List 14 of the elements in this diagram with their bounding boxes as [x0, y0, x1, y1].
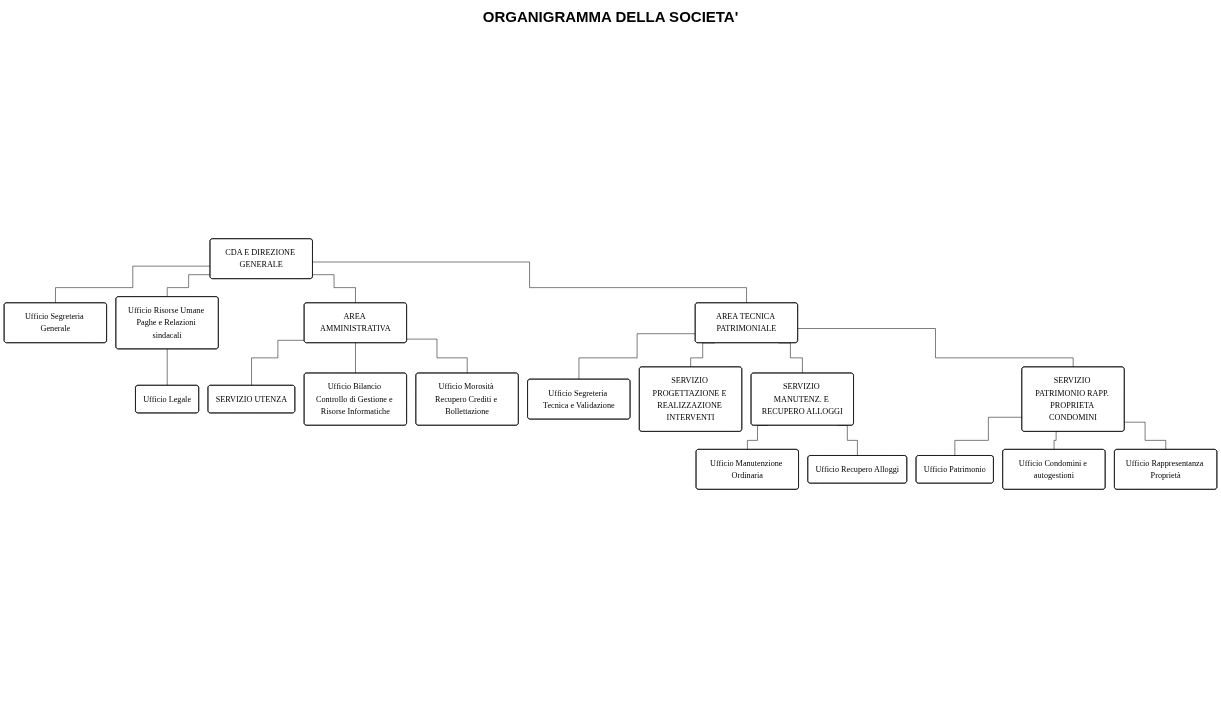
- connector: [797, 328, 1074, 368]
- connector: [312, 274, 356, 304]
- connector: [1124, 421, 1167, 450]
- connector: [251, 340, 305, 386]
- diagram-title: ORGANIGRAMMA DELLA SOCIETA': [481, 8, 740, 25]
- connector: [166, 274, 211, 298]
- connector: [406, 338, 468, 374]
- connector: [1053, 431, 1059, 450]
- connector: [55, 265, 211, 304]
- connector: [578, 333, 696, 380]
- connector: [312, 261, 747, 304]
- connector: [954, 417, 1023, 456]
- connector: [166, 348, 168, 386]
- connector: [355, 342, 356, 374]
